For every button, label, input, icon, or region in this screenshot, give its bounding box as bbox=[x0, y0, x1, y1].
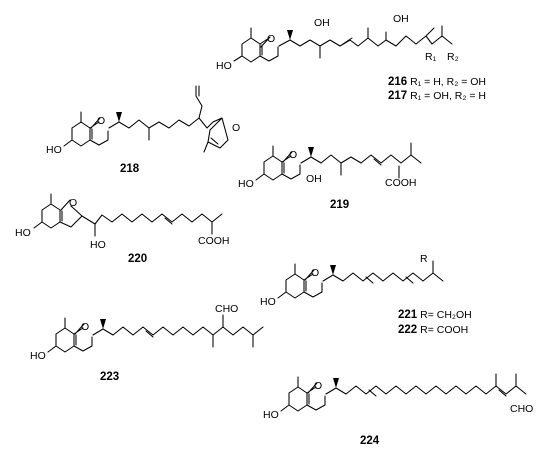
wedge-216 bbox=[287, 30, 293, 40]
phenol-label: HO bbox=[238, 178, 254, 190]
compound-number-223: 223 bbox=[100, 371, 119, 383]
ring-oxygen: O bbox=[97, 115, 105, 127]
hydroxyl-label: OH bbox=[306, 173, 322, 185]
compound-224: O HO CHO 224 bbox=[263, 373, 533, 447]
compound-223: O HO CHO 223 bbox=[30, 303, 264, 383]
ring-oxygen: O bbox=[267, 33, 275, 45]
carboxylic-acid-label: COOH bbox=[198, 235, 230, 247]
wedge-223 bbox=[100, 319, 106, 329]
wedge-219 bbox=[308, 147, 314, 157]
phenol-label: HO bbox=[216, 60, 232, 72]
hydroxyl-label: OH bbox=[314, 17, 330, 29]
caption-221: 221 R= CH₂OH bbox=[398, 309, 472, 321]
wedge-218 bbox=[116, 112, 122, 122]
phenol-label: HO bbox=[30, 350, 46, 362]
compound-218: O HO O 218 bbox=[46, 85, 240, 175]
ring-oxygen: O bbox=[69, 197, 77, 209]
compound-number-218: 218 bbox=[120, 163, 140, 175]
substituent-r2: R₂ bbox=[447, 51, 459, 63]
compound-number-220: 220 bbox=[128, 253, 147, 265]
caption-217: 217 R₁ = OH, R₂ = H bbox=[388, 90, 486, 102]
ring-oxygen: O bbox=[81, 321, 89, 333]
ketone-oxygen: O bbox=[232, 122, 240, 134]
phenol-label: HO bbox=[260, 296, 276, 308]
wedge-221 bbox=[330, 265, 336, 275]
compound-219: O HO OH COOH 219 bbox=[238, 142, 422, 211]
phenol-label: HO bbox=[15, 227, 31, 239]
carboxylic-acid-label: COOH bbox=[385, 177, 417, 189]
aldehyde-label: CHO bbox=[510, 403, 533, 415]
compound-number-224: 224 bbox=[360, 435, 380, 447]
compound-number-219: 219 bbox=[330, 199, 349, 211]
substituent-r: R bbox=[420, 253, 428, 265]
ring-oxygen: O bbox=[314, 380, 322, 392]
compound-220: O HO HO COOH 220 bbox=[15, 193, 230, 265]
substituent-r1: R₁ bbox=[425, 51, 437, 63]
hydroxyl-label: OH bbox=[393, 13, 409, 25]
phenol-label: HO bbox=[263, 409, 279, 421]
compound-216-217: O HO OH OH R₁ R₂ 216 R₁ = H, R₂ = OH 217… bbox=[216, 13, 486, 102]
wedge-224 bbox=[333, 378, 339, 388]
phenol-label: HO bbox=[46, 144, 62, 156]
ring-oxygen: O bbox=[289, 149, 297, 161]
hydroxyl-label: HO bbox=[90, 239, 106, 251]
compound-221-222: O HO R 221 R= CH₂OH 222 R= COOH bbox=[260, 253, 472, 336]
caption-216: 216 R₁ = H, R₂ = OH bbox=[388, 76, 486, 88]
ring-oxygen: O bbox=[311, 267, 319, 279]
aldehyde-label: CHO bbox=[215, 303, 238, 315]
caption-222: 222 R= COOH bbox=[398, 324, 468, 336]
